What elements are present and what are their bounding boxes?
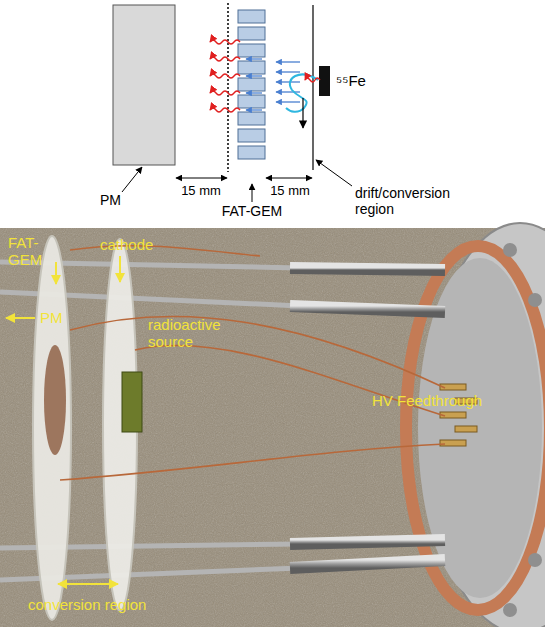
schematic [113, 3, 352, 202]
fat-gem-plate [238, 10, 265, 159]
radioactive-source [122, 372, 142, 432]
leader-line [122, 167, 142, 192]
part-label: FAT-GEM [222, 203, 282, 219]
dimension-label: 15 mm [270, 184, 310, 199]
photo-label: HV Feedthrough [372, 392, 482, 409]
part-label: PM [100, 192, 121, 208]
photo-label: conversion region [28, 596, 146, 613]
dimension-label: 15 mm [181, 184, 221, 199]
region-label: drift/conversion region [355, 185, 465, 217]
electron-track [286, 75, 318, 112]
standoffs [290, 268, 445, 568]
leader-line [316, 160, 352, 186]
photograph [0, 223, 545, 627]
electron-arrows [246, 59, 300, 110]
photo-label: FAT-GEM [8, 234, 54, 269]
dimension-line [176, 178, 227, 179]
photon-arrows [210, 40, 320, 112]
pm-box [113, 5, 175, 165]
photo-label: radioactive source [148, 316, 240, 351]
source-block [319, 66, 330, 96]
copper-wires [60, 246, 445, 480]
photo-label: cathode [100, 236, 153, 253]
leader-line [252, 184, 253, 202]
source-label: ⁵⁵Fe [336, 72, 366, 89]
dimension-line [266, 178, 312, 179]
photo-label: PM [40, 309, 63, 326]
drift-arrow [302, 98, 303, 128]
pointer-arrows [6, 256, 120, 584]
cathode-line [312, 5, 313, 170]
fat-gem-disc [33, 236, 71, 620]
mesh-line [227, 3, 229, 172]
